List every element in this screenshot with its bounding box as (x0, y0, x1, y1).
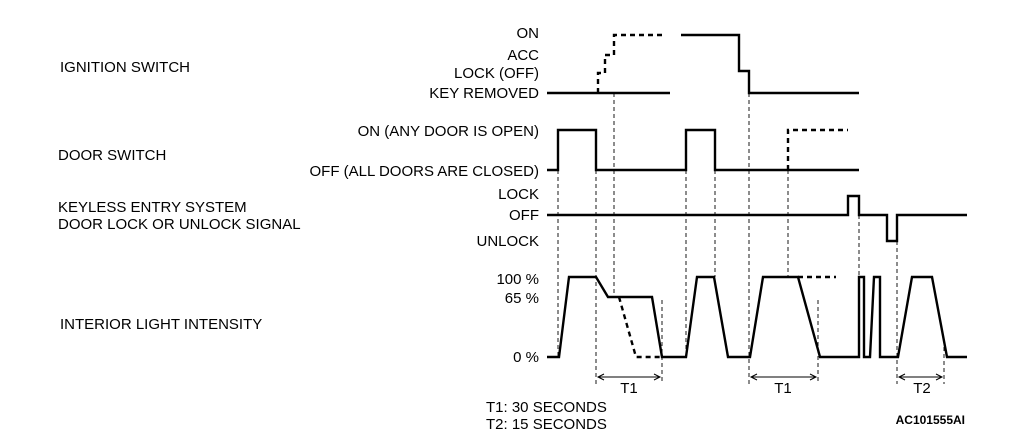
t1-first-label: T1 (620, 380, 638, 397)
light-level-0: 0 % (513, 349, 539, 366)
keyless-waveform (547, 194, 967, 243)
light-dashed-early-off (617, 296, 661, 359)
light-level-65: 65 % (505, 290, 539, 307)
ignition-switch-label: IGNITION SWITCH (60, 59, 190, 76)
t1-second-dimension (749, 373, 818, 381)
light-intensity-line (547, 275, 967, 359)
timing-guides (557, 93, 945, 384)
keyless-state-lock: LOCK (498, 186, 539, 203)
light-level-100: 100 % (496, 271, 539, 288)
door-switch-line (547, 128, 859, 172)
ignition-state-lock-off: LOCK (OFF) (454, 65, 539, 82)
ignition-state-key-removed: KEY REMOVED (429, 85, 539, 102)
ignition-turn-off-steps (681, 33, 859, 95)
door-waveform (547, 128, 859, 172)
light-waveform (547, 275, 967, 359)
ignition-state-on: ON (517, 25, 540, 42)
door-switch-dashed-open (786, 128, 848, 170)
t2-label: T2 (913, 380, 931, 397)
ignition-insert-steps (596, 33, 665, 93)
keyless-state-off: OFF (509, 207, 539, 224)
t1-first-dimension (596, 373, 662, 381)
door-switch-label: DOOR SWITCH (58, 147, 166, 164)
t2-dimension (897, 373, 944, 381)
figure-reference: AC101555AI (896, 413, 965, 427)
note-t1: T1: 30 SECONDS (486, 399, 607, 416)
keyless-entry-label-line2: DOOR LOCK OR UNLOCK SIGNAL (58, 216, 301, 233)
door-state-off: OFF (ALL DOORS ARE CLOSED) (310, 163, 540, 180)
keyless-signal-line (547, 194, 967, 243)
door-state-on: ON (ANY DOOR IS OPEN) (358, 123, 539, 140)
ignition-state-acc: ACC (507, 47, 539, 64)
keyless-state-unlock: UNLOCK (476, 233, 539, 250)
ignition-waveform (547, 33, 859, 95)
note-t2: T2: 15 SECONDS (486, 416, 607, 433)
t1-second-label: T1 (774, 380, 792, 397)
interior-light-label: INTERIOR LIGHT INTENSITY (60, 316, 262, 333)
keyless-entry-label-line1: KEYLESS ENTRY SYSTEM (58, 199, 247, 216)
